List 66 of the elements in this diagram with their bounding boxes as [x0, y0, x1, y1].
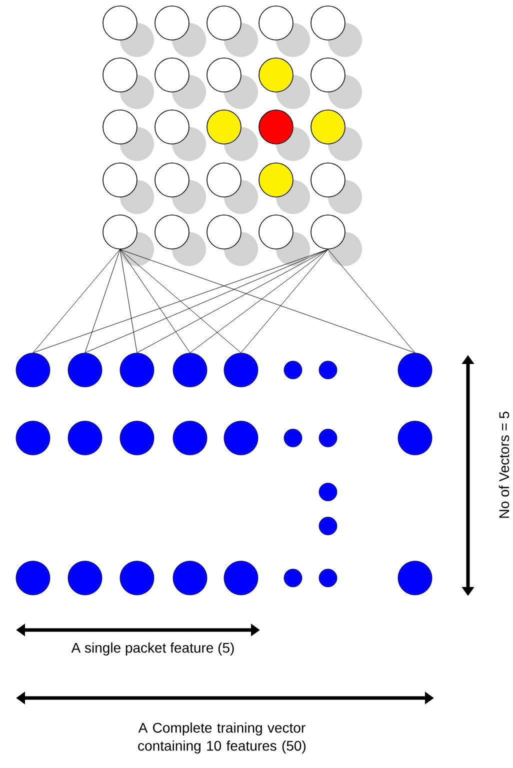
connector-line: [240, 249, 328, 354]
grid-circle: [154, 214, 190, 250]
grid-circle: [310, 58, 346, 92]
feature-dot: [318, 428, 338, 448]
connector-line: [32, 249, 328, 354]
feature-dot: [68, 352, 102, 388]
feature-dot: [16, 560, 50, 596]
grid-circle: [102, 6, 138, 40]
feature-dot: [224, 560, 258, 596]
feature-dot: [120, 352, 154, 388]
grid-circle: [206, 162, 242, 198]
grid-circle: [102, 110, 138, 144]
feature-dot: [284, 568, 302, 588]
grid-circle: [102, 214, 138, 250]
dimension-label: No of Vectors = 5: [498, 412, 510, 518]
feature-dot: [68, 420, 102, 456]
connector-line: [84, 249, 328, 354]
grid-circle: [258, 58, 294, 92]
feature-dot: [16, 420, 50, 456]
grid-circle: [258, 162, 294, 198]
feature-dot: [398, 352, 432, 388]
connector-line: [328, 249, 416, 354]
connector-line: [136, 249, 328, 354]
connector-line: [120, 249, 138, 354]
feature-dot: [284, 428, 302, 448]
feature-dot: [398, 560, 432, 596]
feature-dot: [68, 560, 102, 596]
feature-dot: [318, 568, 338, 588]
grid-circle: [154, 58, 190, 92]
grid-circle: [102, 58, 138, 92]
feature-dot: [318, 482, 338, 502]
grid-circle: [310, 162, 346, 198]
grid-circle: [154, 6, 190, 40]
feature-dot: [16, 352, 50, 388]
feature-dot: [172, 420, 208, 456]
feature-dot: [224, 420, 258, 456]
grid-circle: [310, 110, 346, 144]
grid-circle: [258, 6, 294, 40]
grid-circle: [154, 110, 190, 144]
feature-dot: [398, 420, 432, 456]
connector-line: [190, 249, 328, 354]
feature-dot: [120, 420, 154, 456]
grid-circle: [206, 6, 242, 40]
grid-circle: [102, 162, 138, 198]
feature-dot: [172, 352, 208, 388]
grid-circle: [258, 214, 294, 250]
connector-line: [120, 249, 242, 354]
grid-circle: [206, 58, 242, 92]
connector-line: [32, 249, 120, 354]
grid-circle: [310, 6, 346, 40]
feature-dot: [120, 560, 154, 596]
grid-circle: [154, 162, 190, 198]
feature-dot: [318, 516, 338, 536]
grid-circle: [206, 110, 242, 144]
grid-circle: [206, 214, 242, 250]
grid-circle: [258, 110, 294, 144]
connector-line: [84, 249, 120, 354]
feature-dot: [284, 360, 302, 380]
connector-line: [120, 249, 416, 354]
feature-dot: [224, 352, 258, 388]
feature-dot: [172, 560, 208, 596]
dimension-label: A single packet feature (5): [71, 642, 234, 656]
connector-line: [120, 249, 190, 354]
grid-circle: [310, 214, 346, 250]
feature-dot: [318, 360, 338, 380]
dimension-label: A Complete training vector containing 10 features (50): [138, 722, 306, 754]
